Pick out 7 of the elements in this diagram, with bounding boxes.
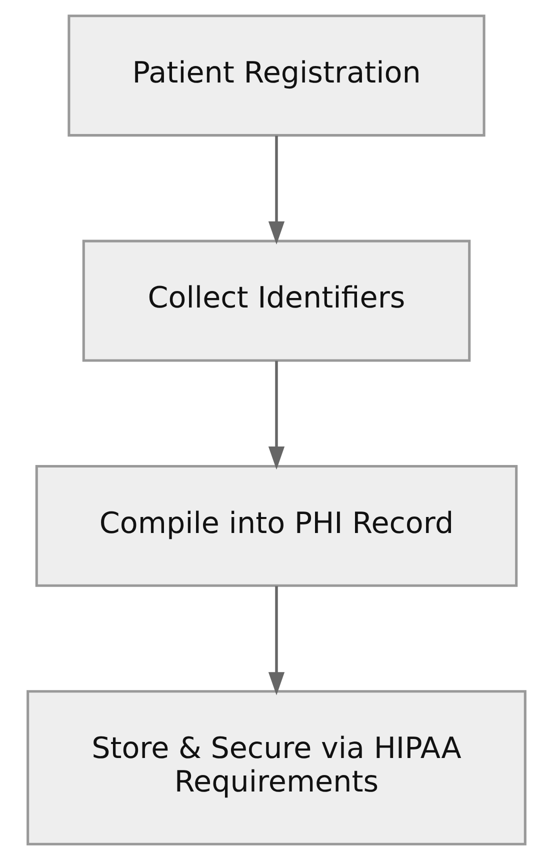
arrow	[268, 360, 284, 470]
arrow	[268, 136, 284, 244]
node-box: Store & Secure via HIPAA Requirements	[26, 690, 526, 846]
node-box: Patient Registration	[67, 14, 485, 137]
node-box: Compile into PHI Record	[34, 464, 518, 587]
node-box: Collect Identifiers	[82, 240, 470, 362]
arrow	[268, 586, 284, 696]
